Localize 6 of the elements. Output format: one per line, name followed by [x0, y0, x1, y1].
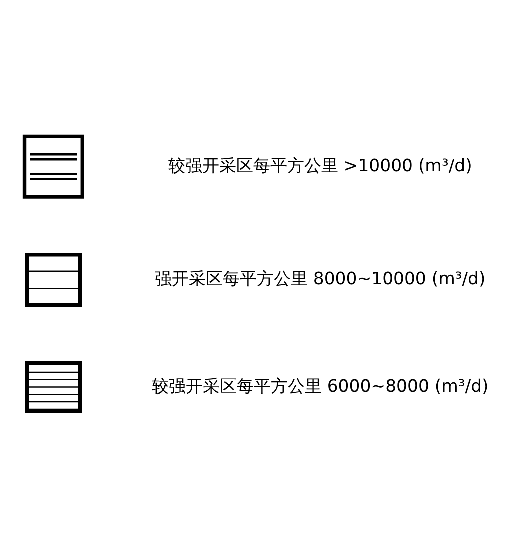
node-box: [25, 252, 82, 307]
node-box: [22, 134, 84, 198]
node-box: [25, 360, 82, 413]
legend-label: 强开采区每平方公里 8000~10000 (m³/d): [154, 269, 486, 290]
legend-label: 较强开采区每平方公里 6000~8000 (m³/d): [152, 376, 489, 396]
legend-label: 较强开采区每平方公里 >10000 (m³/d): [168, 156, 472, 176]
